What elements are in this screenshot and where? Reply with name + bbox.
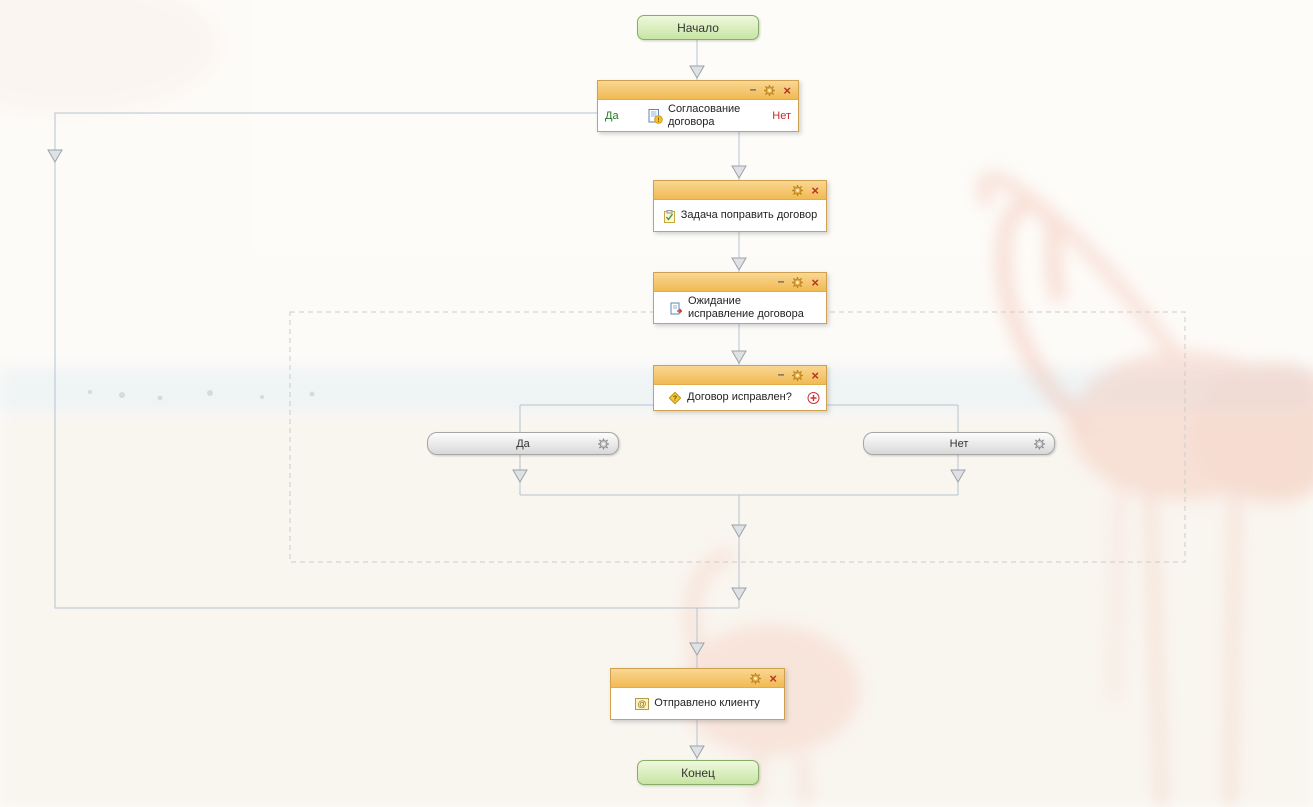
close-icon[interactable]: × [769,670,777,686]
svg-text:?: ? [673,396,677,403]
arrow-icon [731,350,747,364]
close-icon[interactable]: × [811,274,819,290]
arrow-icon [689,65,705,79]
block-header: × [611,669,784,688]
activity-block-approval[interactable]: – × Да ! Согласование договора Нет [597,80,799,132]
svg-text:@: @ [638,699,647,709]
arrow-icon [689,745,705,759]
condition-question-icon: ? [668,391,682,405]
block-title: Согласование договора [668,102,741,128]
settings-icon[interactable] [792,276,804,288]
contract-approval-icon: ! [648,108,663,124]
close-icon[interactable]: × [811,367,819,383]
activity-block-waiting[interactable]: – × Ожидание исправление договора [653,272,827,324]
block-header: – × [654,273,826,292]
block-title: Договор исправлен? [687,391,792,404]
block-body: @ Отправлено клиенту [611,688,784,720]
svg-text:!: ! [657,116,659,123]
activity-block-sent[interactable]: × @ Отправлено клиенту [610,668,785,720]
end-node[interactable]: Конец [637,760,759,785]
branch-no[interactable]: Нет [863,432,1055,455]
block-title: Задача поправить договор [680,209,818,222]
block-title: Отправлено клиенту [654,697,760,710]
task-check-icon [663,209,676,223]
sea-rocks [88,390,315,401]
gear-icon[interactable] [1034,438,1045,449]
start-node[interactable]: Начало [637,15,759,40]
branch-yes-label: Да [516,437,530,450]
minimize-icon[interactable]: – [777,366,785,381]
block-header: × [654,181,826,200]
arrow-icon [950,469,966,483]
settings-icon[interactable] [792,184,804,196]
block-body: Задача поправить договор [654,200,826,232]
arrow-icon [47,149,63,163]
waiting-document-icon [670,302,683,315]
yes-branch-label: Да [605,110,619,122]
gear-icon[interactable] [598,438,609,449]
arrow-icon [689,642,705,656]
minimize-icon[interactable]: – [749,81,757,96]
settings-icon[interactable] [764,84,776,96]
block-header: – × [654,366,826,385]
activity-block-condition[interactable]: – × ? Договор исправлен? [653,365,827,411]
end-label: Конец [681,765,715,780]
close-icon[interactable]: × [811,182,819,198]
email-icon: @ [635,698,650,710]
loop-region-outline [289,311,1186,563]
close-icon[interactable]: × [783,82,791,98]
arrow-icon [731,587,747,601]
block-body: Да ! Согласование договора Нет [598,100,798,132]
arrow-icon [731,524,747,538]
block-body: ? Договор исправлен? [654,385,826,411]
flow-arrows [47,65,966,759]
arrow-icon [731,257,747,271]
activity-block-task[interactable]: × Задача поправить договор [653,180,827,232]
arrow-icon [731,165,747,179]
branch-yes[interactable]: Да [427,432,619,455]
flamingo-silhouettes [680,171,1313,807]
settings-icon[interactable] [750,672,762,684]
arrow-icon [512,469,528,483]
settings-icon[interactable] [792,369,804,381]
branch-no-label: Нет [949,437,969,450]
block-title: Ожидание исправление договора [688,294,804,320]
minimize-icon[interactable]: – [777,273,785,288]
no-branch-label: Нет [772,110,791,122]
block-body: Ожидание исправление договора [654,292,826,324]
start-label: Начало [677,20,719,35]
add-branch-icon[interactable] [807,392,820,405]
block-header: – × [598,81,798,100]
